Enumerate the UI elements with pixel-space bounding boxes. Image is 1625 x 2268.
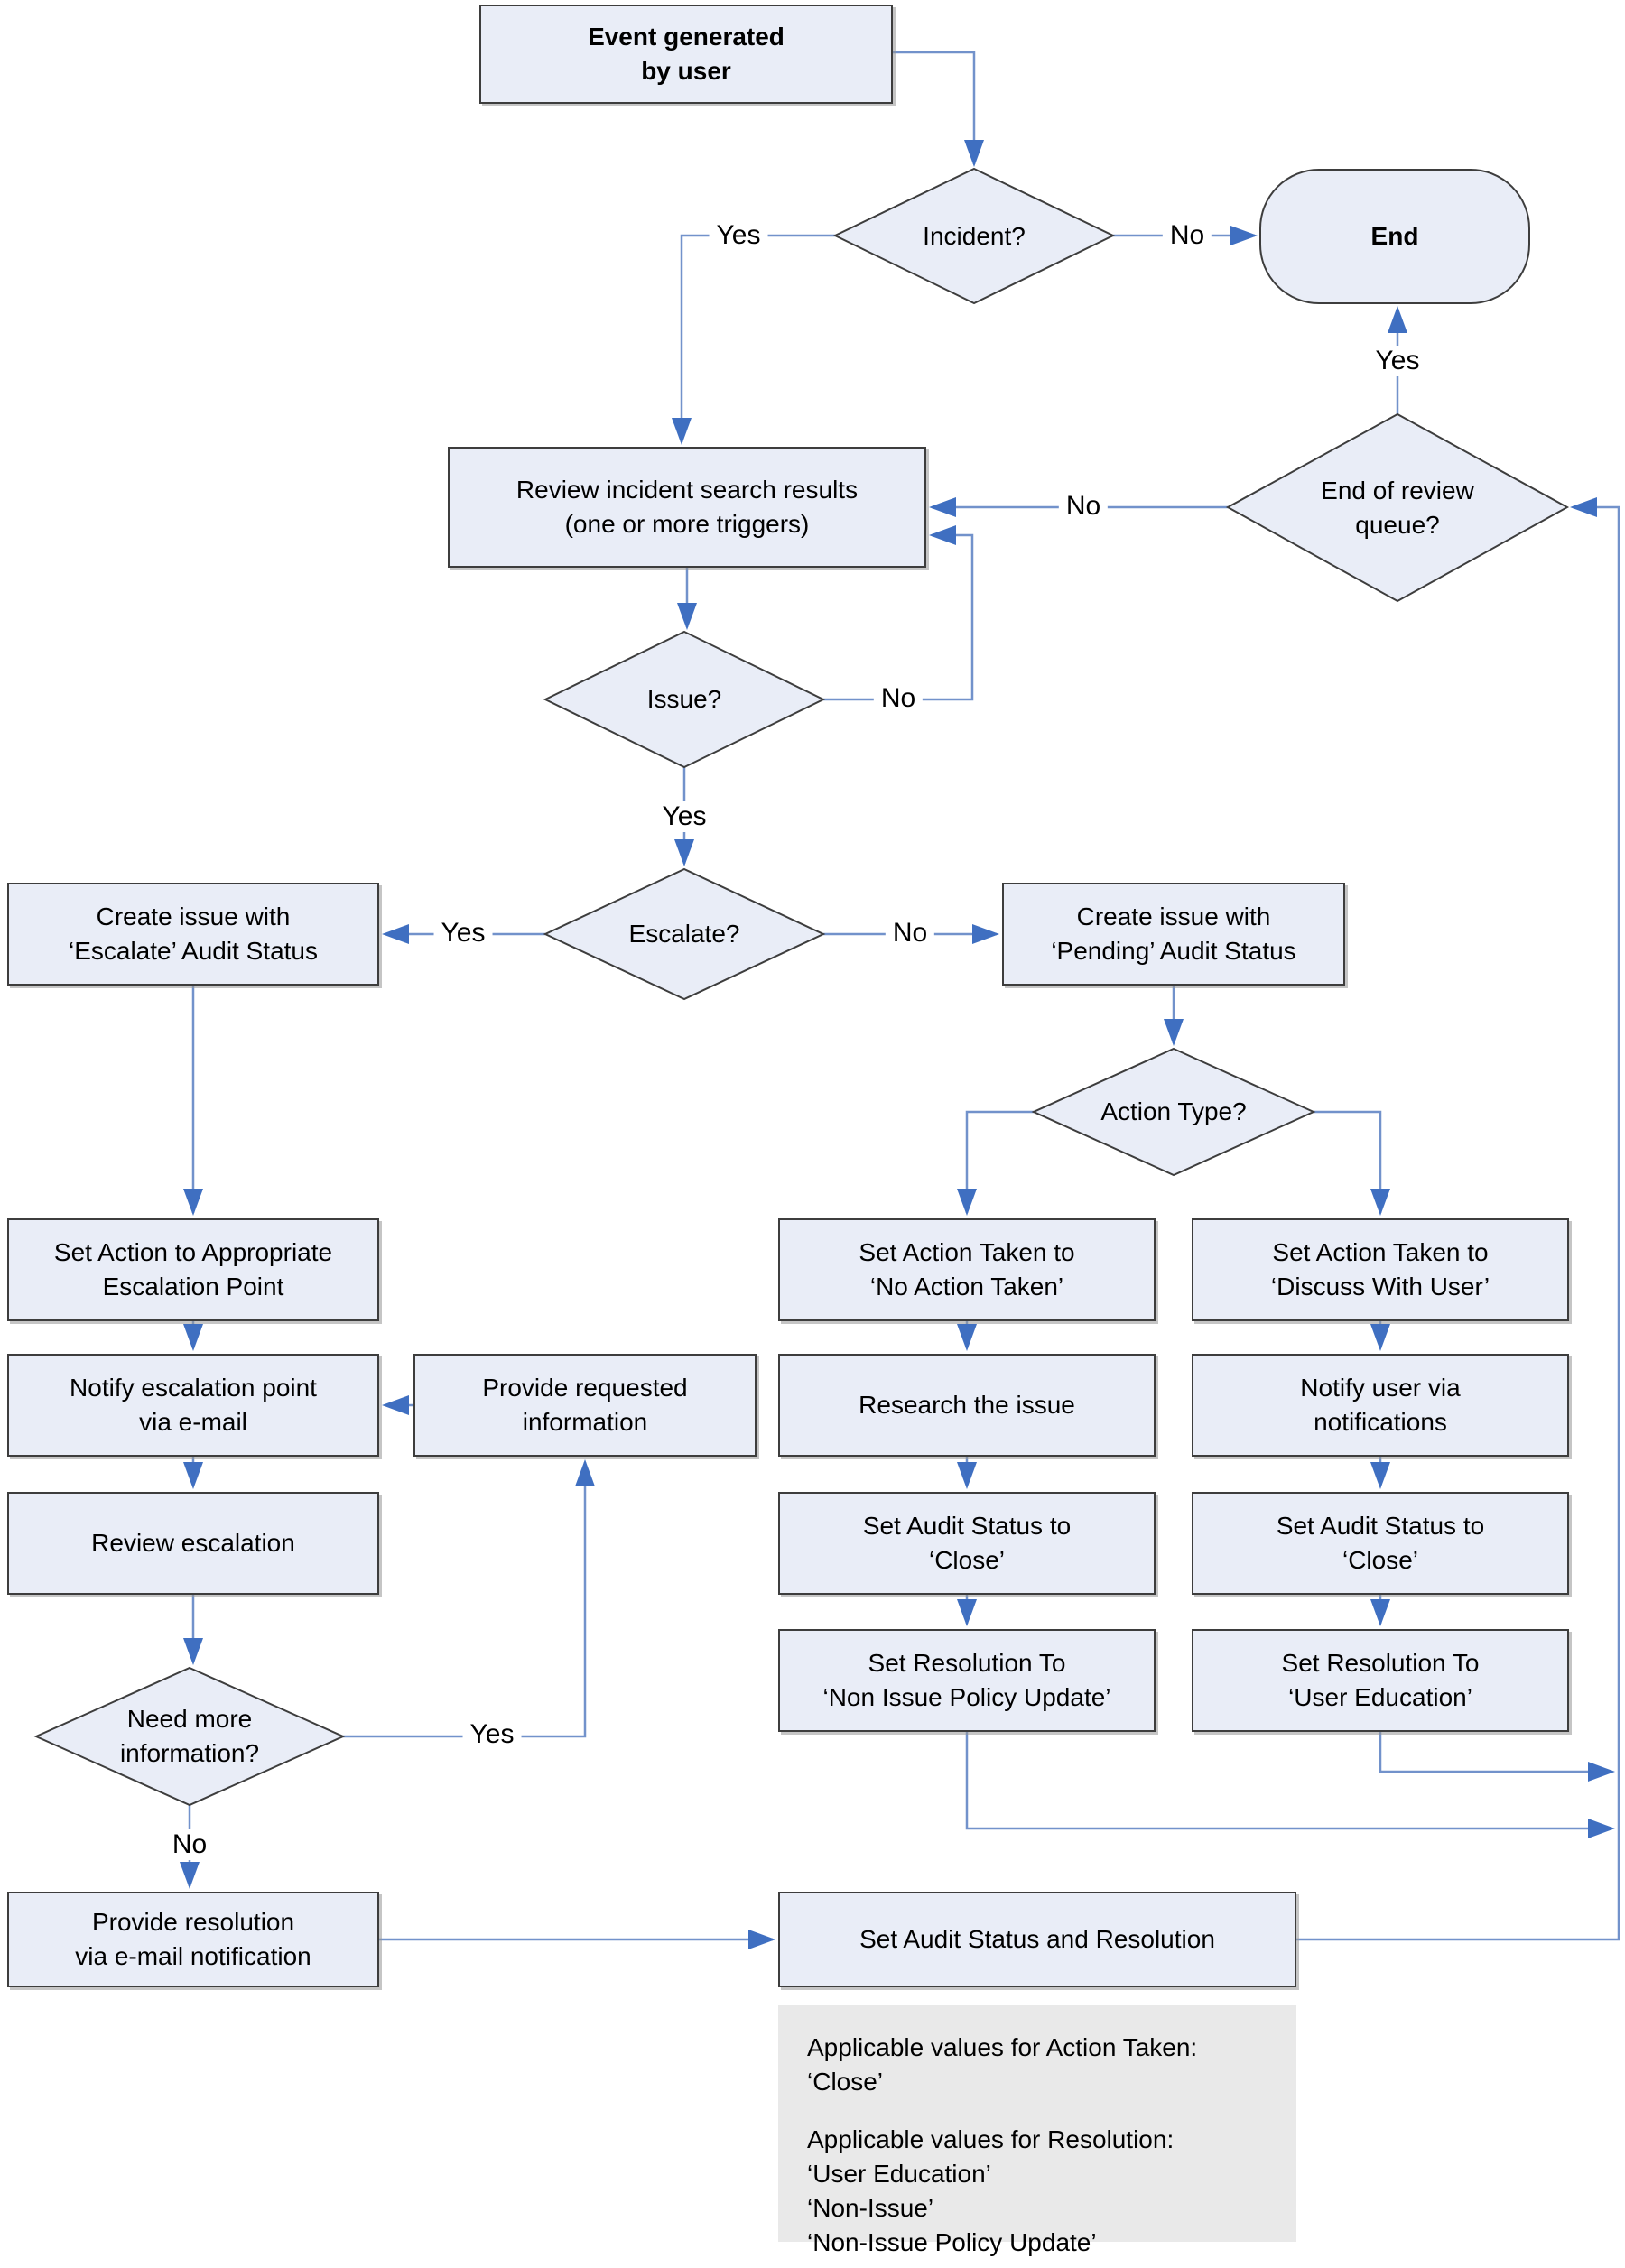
set-resolution-user-edu-box: Set Resolution To ‘User Education’	[1192, 1629, 1569, 1732]
note-resolution-para: Applicable values for Resolution: ‘User …	[807, 2123, 1278, 2260]
label-issue-no: No	[873, 683, 924, 714]
provide-resolution-box: Provide resolution via e-mail notificati…	[7, 1892, 379, 1987]
notify-user-box: Notify user via notifications	[1192, 1354, 1569, 1457]
set-action-escalation-box: Set Action to Appropriate Escalation Poi…	[7, 1218, 379, 1321]
label-incident-yes: Yes	[709, 220, 768, 251]
set-audit-and-resolution-box: Set Audit Status and Resolution	[778, 1892, 1296, 1987]
provide-requested-line1: Provide requested	[482, 1374, 688, 1402]
edge-set-audit-to-queue	[1296, 497, 1620, 1941]
edge-need-yes-to-provide-requested	[343, 1459, 595, 1738]
label-escalate-no: No	[885, 918, 935, 949]
set-resolution-non-issue-box: Set Resolution To ‘Non Issue Policy Upda…	[778, 1629, 1156, 1732]
review-results-line1: Review incident search results	[515, 476, 859, 504]
create-issue-escalate-box: Create issue with ‘Escalate’ Audit Statu…	[7, 883, 379, 986]
notify-user-line1: Notify user via	[1300, 1374, 1461, 1402]
set-audit-close-right-box: Set Audit Status to ‘Close’	[1192, 1492, 1569, 1595]
note-resolution-value2: ‘Non-Issue’	[807, 2194, 934, 2222]
edge-incident-yes-to-review	[672, 234, 835, 445]
set-action-escalation-line1: Set Action to Appropriate	[53, 1238, 333, 1266]
set-audit-and-resolution-label: Set Audit Status and Resolution	[859, 1925, 1215, 1953]
label-issue-yes: Yes	[655, 801, 714, 832]
edge-action-type-right	[1314, 1110, 1390, 1216]
note-resolution-header: Applicable values for Resolution:	[807, 2125, 1175, 2153]
edge-event-to-incident	[893, 51, 984, 167]
create-issue-escalate-line2: ‘Escalate’ Audit Status	[68, 937, 318, 965]
event-generated-box: Event generated by user	[479, 5, 893, 104]
note-action-taken-value: ‘Close’	[807, 2068, 884, 2096]
incident-diamond	[832, 167, 1116, 305]
review-escalation-label: Review escalation	[91, 1529, 295, 1557]
end-of-review-queue-diamond	[1225, 412, 1570, 603]
set-resolution-user-edu-line1: Set Resolution To	[1281, 1649, 1480, 1677]
review-escalation-box: Review escalation	[7, 1492, 379, 1595]
set-audit-close-mid-box: Set Audit Status to ‘Close’	[778, 1492, 1156, 1595]
label-incident-no: No	[1162, 220, 1212, 251]
set-resolution-user-edu-line2: ‘User Education’	[1288, 1683, 1472, 1711]
set-audit-close-mid-line2: ‘Close’	[928, 1546, 1006, 1574]
provide-resolution-line1: Provide resolution	[91, 1908, 295, 1936]
edge-user-edu-to-right-rail	[1379, 1732, 1615, 1782]
research-issue-box: Research the issue	[778, 1354, 1156, 1457]
provide-requested-line2: information	[522, 1408, 648, 1436]
set-action-taken-none-box: Set Action Taken to ‘No Action Taken’	[778, 1218, 1156, 1321]
research-issue-label: Research the issue	[859, 1391, 1075, 1419]
escalate-diamond	[543, 867, 826, 1001]
set-action-taken-discuss-line2: ‘Discuss With User’	[1270, 1273, 1490, 1301]
need-more-info-diamond	[33, 1666, 346, 1807]
review-results-box: Review incident search results (one or m…	[448, 447, 926, 568]
issue-diamond	[543, 630, 826, 769]
set-audit-close-mid-line1: Set Audit Status to	[862, 1512, 1072, 1540]
event-generated-line2: by user	[641, 57, 731, 85]
notify-user-line2: notifications	[1314, 1408, 1447, 1436]
label-need-yes: Yes	[462, 1719, 522, 1750]
set-audit-close-right-line2: ‘Close’	[1342, 1546, 1419, 1574]
notify-escalation-box: Notify escalation point via e-mail	[7, 1354, 379, 1457]
label-need-no: No	[164, 1829, 215, 1860]
notify-escalation-line1: Notify escalation point	[70, 1374, 317, 1402]
set-resolution-non-issue-line2: ‘Non Issue Policy Update’	[822, 1683, 1111, 1711]
end-label: End	[1370, 222, 1419, 250]
set-action-taken-discuss-line1: Set Action Taken to	[1272, 1238, 1489, 1266]
provide-requested-box: Provide requested information	[413, 1354, 757, 1457]
provide-resolution-line2: via e-mail notification	[75, 1942, 311, 1970]
label-queue-no: No	[1058, 491, 1109, 522]
set-action-taken-discuss-box: Set Action Taken to ‘Discuss With User’	[1192, 1218, 1569, 1321]
notify-escalation-line2: via e-mail	[139, 1408, 247, 1436]
create-issue-pending-box: Create issue with ‘Pending’ Audit Status	[1002, 883, 1345, 986]
set-action-taken-none-line1: Set Action Taken to	[859, 1238, 1075, 1266]
action-type-diamond	[1031, 1047, 1316, 1177]
event-generated-line1: Event generated	[588, 23, 785, 51]
note-action-taken-header: Applicable values for Action Taken:	[807, 2033, 1198, 2061]
edge-action-type-left	[957, 1110, 1034, 1216]
note-resolution-value3: ‘Non-Issue Policy Update’	[807, 2228, 1097, 2256]
label-queue-yes: Yes	[1368, 346, 1427, 376]
create-issue-escalate-line1: Create issue with	[96, 903, 291, 930]
create-issue-pending-line1: Create issue with	[1076, 903, 1271, 930]
end-terminator: End	[1259, 169, 1530, 304]
label-escalate-yes: Yes	[433, 918, 493, 949]
note-resolution-value1: ‘User Education’	[807, 2160, 991, 2188]
set-action-escalation-line2: Escalation Point	[102, 1273, 284, 1301]
set-action-taken-none-line2: ‘No Action Taken’	[869, 1273, 1064, 1301]
set-audit-close-right-line1: Set Audit Status to	[1276, 1512, 1485, 1540]
review-results-line2: (one or more triggers)	[564, 510, 810, 538]
create-issue-pending-line2: ‘Pending’ Audit Status	[1051, 937, 1296, 965]
set-resolution-non-issue-line1: Set Resolution To	[868, 1649, 1066, 1677]
applicable-values-note: Applicable values for Action Taken: ‘Clo…	[778, 2005, 1296, 2256]
note-action-taken-para: Applicable values for Action Taken: ‘Clo…	[807, 2031, 1278, 2099]
edge-non-issue-to-right-rail	[965, 1732, 1615, 1838]
